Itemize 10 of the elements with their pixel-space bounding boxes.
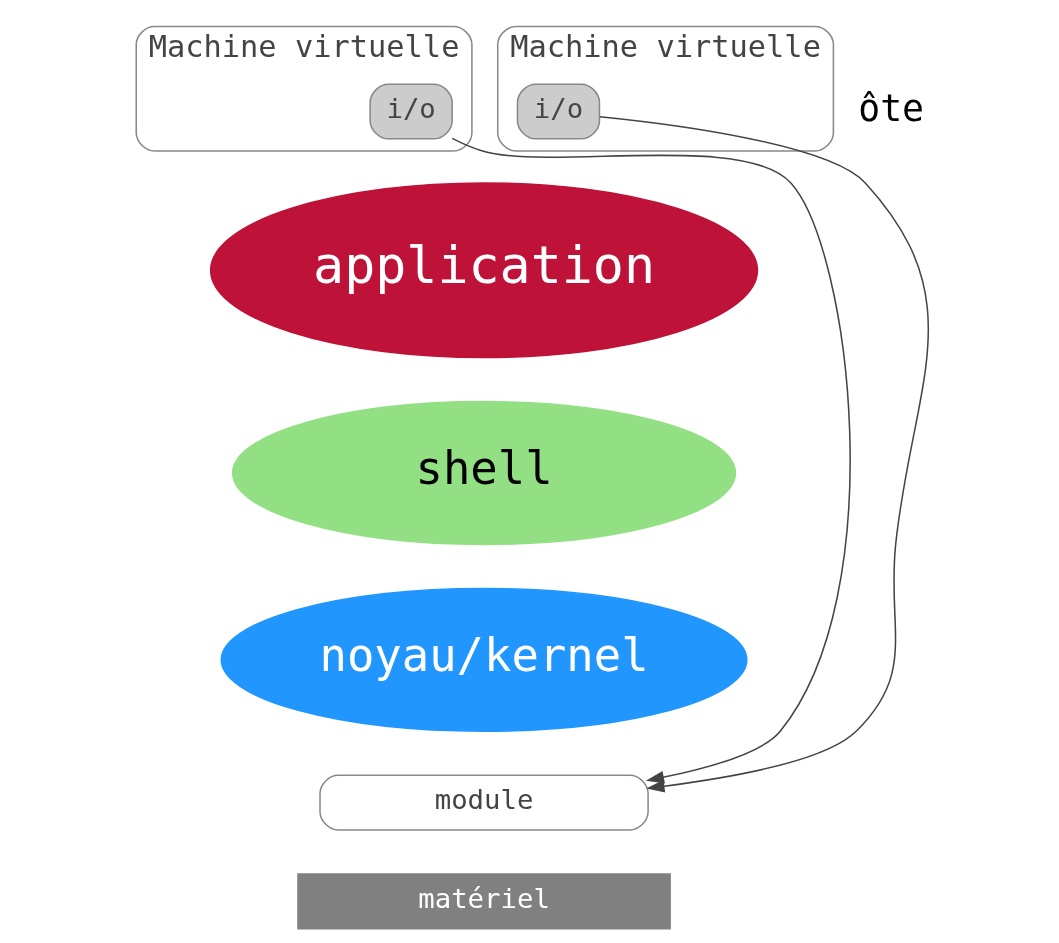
node-ellipse: shell bbox=[231, 400, 736, 546]
node-ellipse: noyau/kernel bbox=[220, 587, 748, 732]
node-ellipse: application bbox=[209, 182, 758, 359]
label: ôte bbox=[857, 86, 924, 130]
arrow bbox=[598, 115, 929, 793]
node-box: matériel bbox=[296, 873, 671, 930]
arrow bbox=[451, 137, 850, 784]
node-box: module bbox=[318, 774, 649, 831]
node-box: i/o bbox=[368, 83, 453, 140]
node-box: i/o bbox=[516, 83, 600, 140]
